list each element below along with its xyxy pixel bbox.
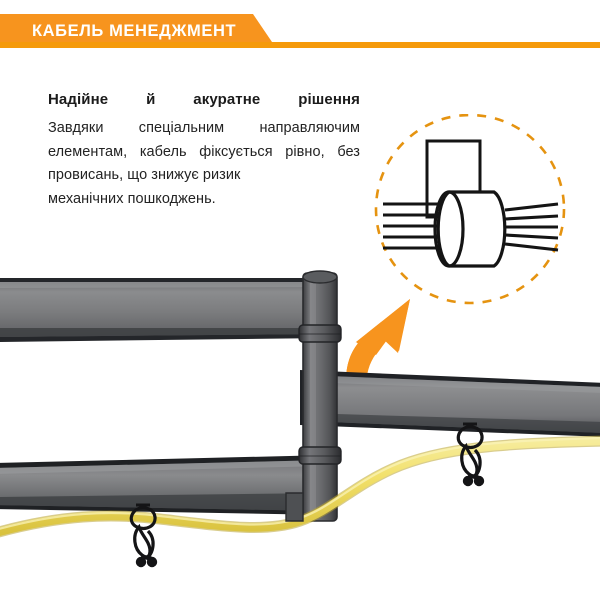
detail-inset bbox=[374, 114, 566, 305]
copy-body-line-4: механічних пошкоджень. bbox=[48, 190, 216, 207]
copy-body: Завдяки спеціальним направляючим елемент… bbox=[48, 117, 360, 211]
page-title: КАБЕЛЬ МЕНЕДЖМЕНТ bbox=[32, 21, 237, 40]
cable-tie-left bbox=[129, 503, 158, 568]
copy-body-line-3: без провисань, що знижує ризик bbox=[48, 143, 360, 184]
cable-bundle-right-icon bbox=[504, 202, 559, 252]
header-banner bbox=[0, 14, 600, 48]
pivot-joint-top bbox=[298, 324, 342, 343]
copy-block: Надійне й акуратне рішення Завдяки спеці… bbox=[48, 90, 360, 211]
lower-arm bbox=[0, 455, 330, 515]
copy-body-line-2: елементам, кабель фіксується рівно, bbox=[48, 143, 325, 160]
copy-heading: Надійне й акуратне рішення bbox=[48, 91, 360, 108]
pivot-joint-bottom bbox=[298, 446, 342, 465]
retainer-clip-icon bbox=[433, 190, 507, 268]
dashed-circle-icon bbox=[374, 114, 566, 305]
monitor-mount-photo bbox=[0, 270, 600, 568]
banner-shape bbox=[0, 14, 600, 48]
extension-arm bbox=[300, 370, 600, 437]
cable-tie-right bbox=[456, 422, 485, 487]
upper-arm bbox=[0, 278, 330, 342]
copy-body-line-1: Завдяки спеціальним направляючим bbox=[48, 120, 360, 137]
mount-bracket-tab bbox=[285, 492, 304, 522]
pivot-post bbox=[298, 270, 342, 522]
